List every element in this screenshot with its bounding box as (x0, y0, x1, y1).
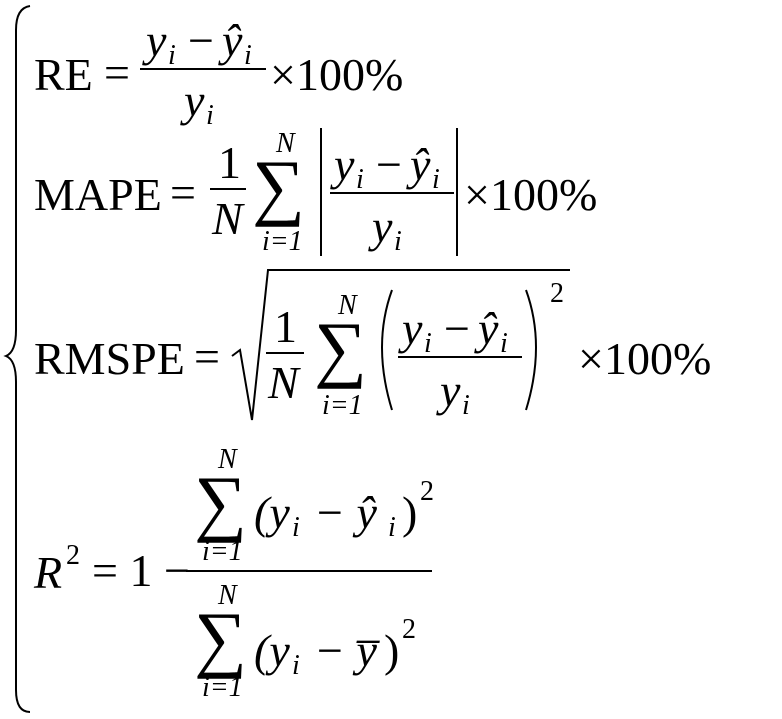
exponent-2: 2 (420, 476, 434, 507)
rmspe-label: RMSPE (34, 333, 185, 384)
sum-icon: ∑ (194, 598, 247, 680)
minus: − (376, 139, 402, 190)
minus: − (444, 303, 470, 354)
mape-label: MAPE (34, 169, 162, 220)
times-100-percent: ×100% (578, 333, 712, 384)
n: N (212, 193, 243, 244)
times-100-percent: ×100% (464, 169, 598, 220)
y: (y (254, 487, 290, 538)
square-root-icon (231, 269, 570, 421)
minus-y-hat: − ŷ (314, 487, 377, 538)
fraction-bar (186, 570, 432, 572)
sum-upper: N (338, 290, 357, 321)
abs-bar-left (320, 128, 322, 256)
y: y (440, 365, 461, 416)
fraction-bar (266, 352, 304, 354)
y-hat: ŷ (478, 303, 499, 354)
equals: = (194, 331, 220, 382)
sub-i: i (292, 650, 300, 681)
y: (y (254, 625, 290, 676)
r-label: R (34, 547, 63, 598)
equals: = (104, 47, 130, 98)
exponent-2: 2 (550, 278, 564, 309)
sub-i: i (424, 328, 432, 359)
minus-y-bar: − y̅ (314, 625, 377, 676)
left-brace-icon (3, 5, 31, 713)
sum-icon: ∑ (194, 462, 247, 544)
n: N (268, 357, 299, 408)
close-paren: ) (384, 625, 400, 676)
sum-lower: i=1 (322, 390, 363, 421)
sum-lower: i=1 (202, 536, 243, 567)
equals-one-minus: = 1 − (92, 545, 190, 596)
y: y (334, 139, 355, 190)
sum-icon: ∑ (314, 308, 367, 390)
sub-i: i (394, 226, 402, 257)
fraction-bar (398, 356, 522, 358)
sub-i: i (292, 512, 300, 543)
exponent-2: 2 (66, 540, 80, 571)
re-label: RE (34, 49, 93, 100)
sub-i: i (206, 100, 214, 131)
sub-i: i (432, 164, 440, 195)
sum-lower: i=1 (202, 672, 243, 703)
sum-upper: N (276, 128, 295, 159)
abs-bar-right (456, 128, 458, 256)
minus: − (188, 15, 214, 66)
one: 1 (218, 137, 241, 188)
sub-i: i (388, 512, 396, 543)
y-hat: ŷ (222, 15, 243, 66)
sum-icon: ∑ (252, 146, 305, 228)
sub-i: i (356, 164, 364, 195)
fraction-bar (330, 192, 454, 194)
sum-upper: N (218, 444, 237, 475)
right-paren-icon (525, 289, 537, 411)
sub-i: i (168, 40, 176, 71)
one: 1 (274, 301, 297, 352)
y: y (146, 15, 167, 66)
y-hat: ŷ (410, 139, 431, 190)
equals: = (170, 167, 196, 218)
sub-i: i (500, 328, 508, 359)
sub-i: i (462, 390, 470, 421)
sub-i: i (244, 40, 252, 71)
y: y (372, 201, 393, 252)
sum-upper: N (218, 580, 237, 611)
close-paren: ) (402, 487, 418, 538)
fraction-bar (140, 68, 266, 70)
y: y (402, 303, 423, 354)
fraction-bar (210, 188, 246, 190)
left-paren-icon (381, 289, 393, 411)
times-100-percent: ×100% (270, 49, 404, 100)
y: y (184, 75, 205, 126)
exponent-2: 2 (402, 614, 416, 645)
sum-lower: i=1 (262, 226, 303, 257)
